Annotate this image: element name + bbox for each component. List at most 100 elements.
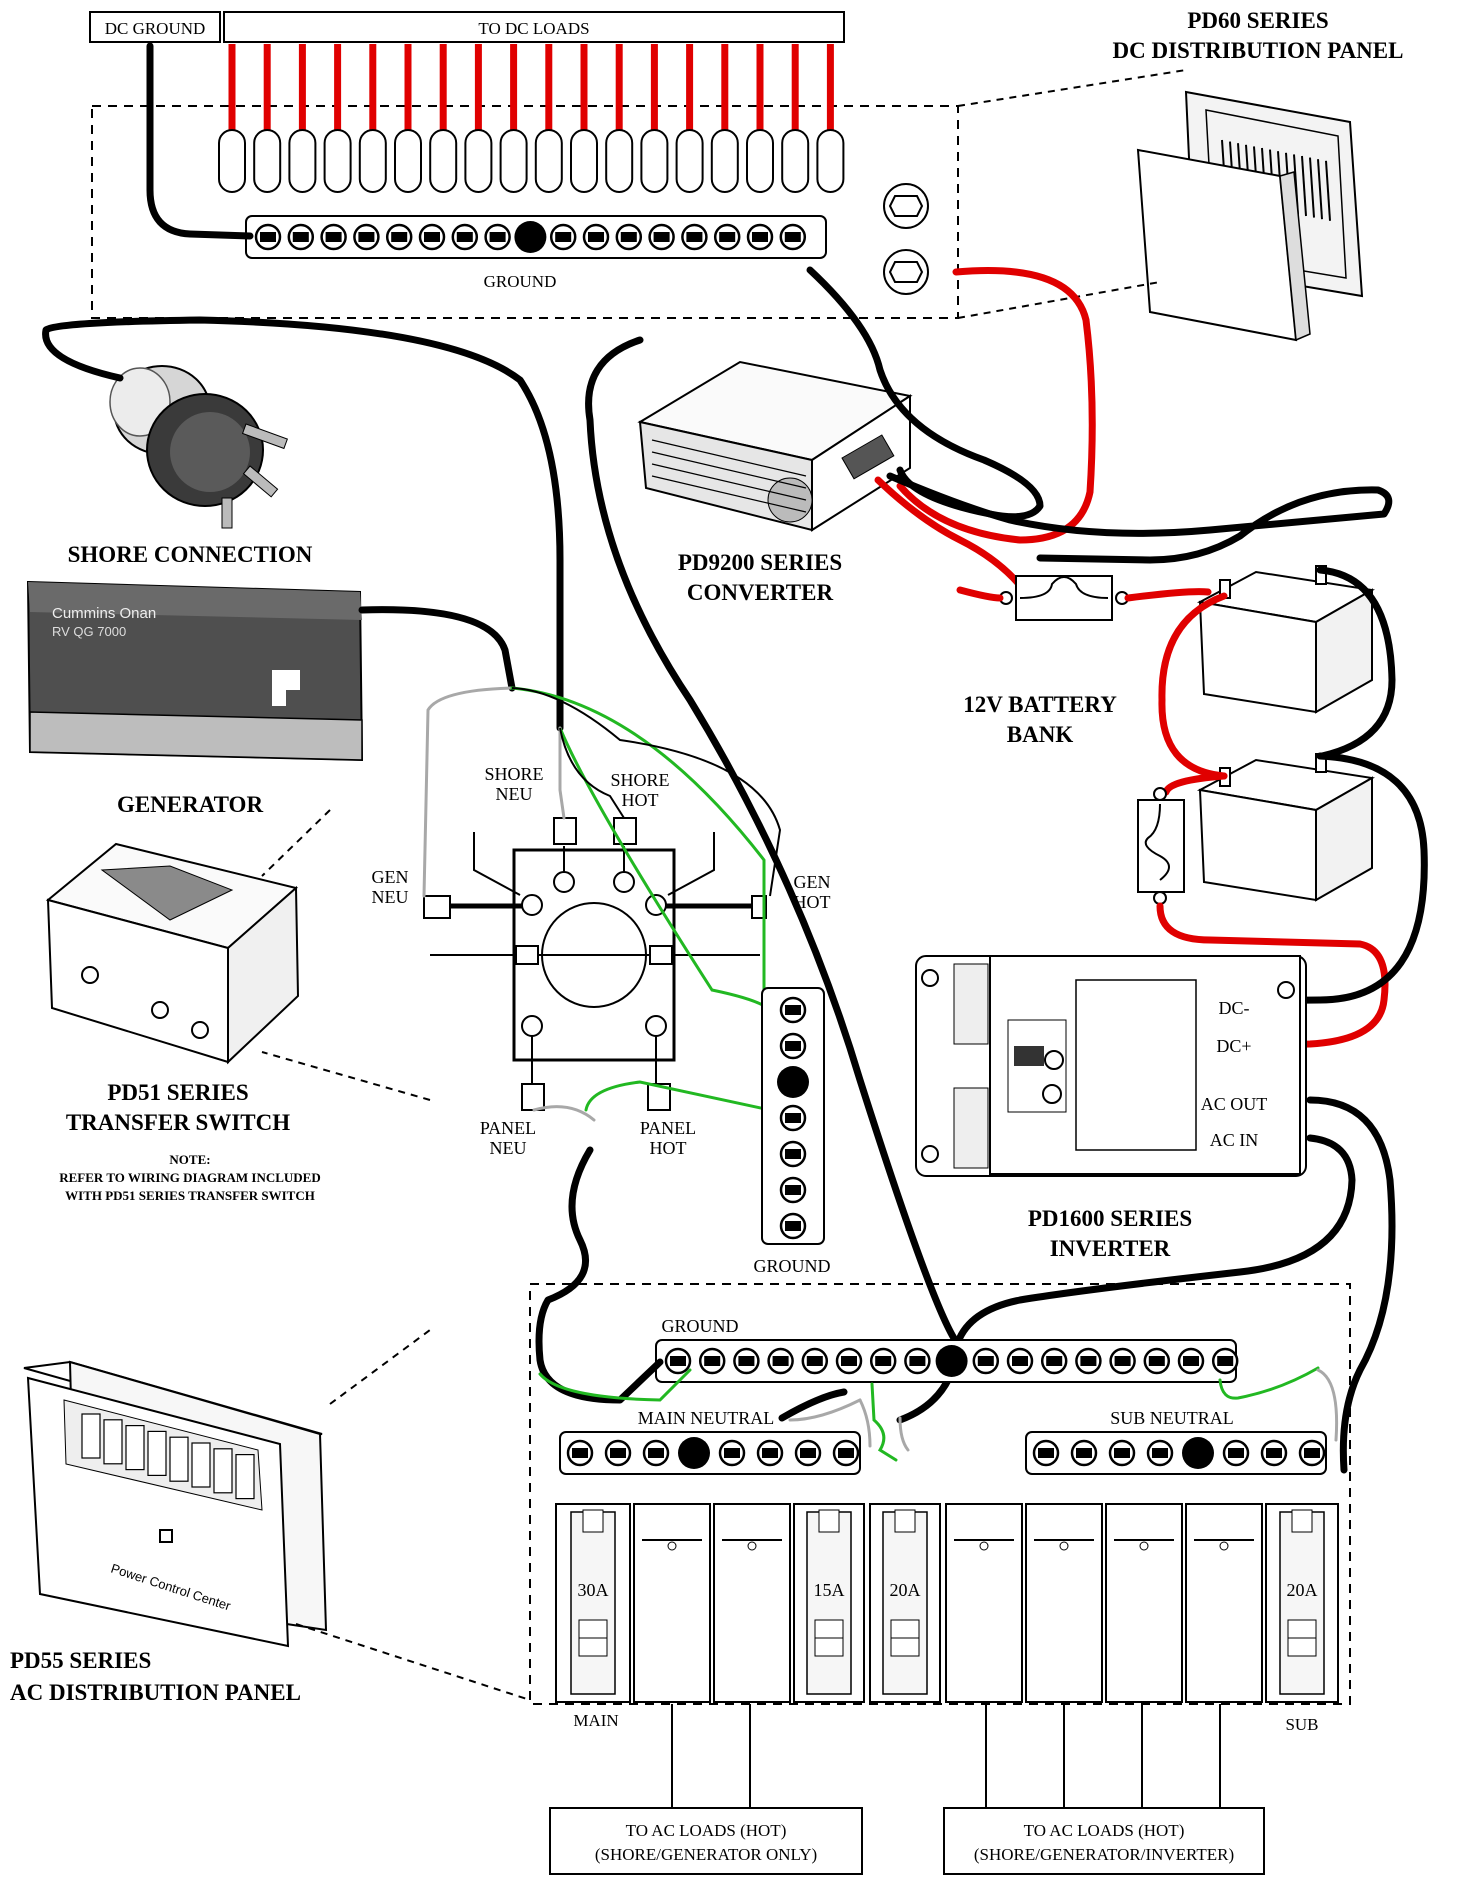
dc-ground-wire — [146, 42, 254, 240]
battery-fuse-lead — [1162, 772, 1228, 796]
loads-left-line2: (SHORE/GENERATOR ONLY) — [595, 1845, 817, 1864]
battery-1 — [1196, 565, 1375, 714]
inv-dc-minus-label: DC- — [1219, 998, 1250, 1018]
breaker[interactable] — [713, 1503, 791, 1703]
dc-fuse[interactable] — [288, 129, 317, 193]
terminal-screw-slot — [762, 1448, 778, 1458]
dc-fuse[interactable] — [675, 129, 704, 193]
dc-fuse[interactable] — [781, 129, 810, 193]
terminal-screw-slot — [1114, 1356, 1131, 1366]
battery-2 — [1196, 753, 1375, 902]
inverter-ac-out-wire — [1306, 1096, 1396, 1474]
terminal-screw-slot — [977, 1356, 994, 1366]
terminal-screw-slot — [489, 232, 506, 242]
inv-ac-out-label: AC OUT — [1201, 1094, 1268, 1114]
panel-hot-label-2: HOT — [650, 1138, 687, 1158]
generator-brand: Cummins Onan — [52, 605, 156, 622]
pd55-title-2: AC DISTRIBUTION PANEL — [10, 1680, 301, 1705]
pd51-title-1: PD51 SERIES — [107, 1080, 248, 1105]
breaker-face — [1279, 1511, 1325, 1695]
terminal-screw-slot — [555, 232, 572, 242]
breaker-screw — [979, 1541, 989, 1551]
breaker[interactable] — [1025, 1503, 1103, 1703]
generator-illustration: Cummins Onan RV QG 7000 — [26, 580, 364, 762]
ts-ground-label: GROUND — [753, 1256, 830, 1276]
loads-left-line1: TO AC LOADS (HOT) — [626, 1821, 787, 1840]
shore-hot-label-2: HOT — [622, 790, 659, 810]
pd55-title-1: PD55 SERIES — [10, 1648, 151, 1673]
dc-fuse-row — [218, 44, 845, 193]
dc-fuse[interactable] — [429, 129, 458, 193]
dc-fuse[interactable] — [323, 129, 352, 193]
shore-neu-label-2: NEU — [496, 784, 533, 804]
terminal-screw-slot — [1217, 1356, 1234, 1366]
transfer-switch — [423, 817, 767, 1111]
dc-fuse[interactable] — [640, 129, 669, 193]
breaker[interactable] — [945, 1503, 1023, 1703]
terminal-screw-slot — [785, 1041, 801, 1051]
breaker-screw — [1139, 1541, 1149, 1551]
breaker-screw — [1059, 1541, 1069, 1551]
pd60-title-1: PD60 SERIES — [1187, 8, 1328, 33]
terminal-screw-slot — [648, 1448, 664, 1458]
main-neutral-bar: MAIN NEUTRAL — [559, 1408, 861, 1475]
converter-panel-feed — [896, 267, 1096, 544]
terminal-screw-slot — [1148, 1356, 1165, 1366]
dc-ground-label: DC GROUND — [105, 19, 206, 38]
terminal-lug — [678, 1437, 710, 1469]
generator-model: RV QG 7000 — [52, 624, 126, 639]
terminal-screw-slot — [909, 1356, 926, 1366]
fuse-to-battery-wire — [1124, 588, 1212, 602]
dc-fuse[interactable] — [534, 129, 563, 193]
ac-loads-left: TO AC LOADS (HOT) (SHORE/GENERATOR ONLY) — [549, 1807, 863, 1875]
inv-dc-plus-label: DC+ — [1216, 1036, 1251, 1056]
dc-fuse[interactable] — [218, 129, 246, 193]
terminal-screw-slot — [800, 1448, 816, 1458]
pd9200-illustration: PD9200 SERIES CONVERTER — [637, 360, 913, 605]
pd1600-title-2: INVERTER — [1050, 1236, 1171, 1261]
terminal-screw-slot — [784, 232, 801, 242]
pd1600-illustration: DC- DC+ AC OUT AC IN PD1600 SERIES INVER… — [915, 955, 1307, 1261]
terminal-screw-slot — [752, 232, 768, 242]
dc-fuse[interactable] — [710, 129, 739, 193]
pd55-breaker-slot — [125, 1424, 145, 1471]
ac-ground-label: GROUND — [661, 1316, 738, 1336]
dc-fuse[interactable] — [464, 129, 493, 193]
shore-connection-label: SHORE CONNECTION — [68, 542, 313, 567]
pd55-breaker-slot — [213, 1448, 233, 1494]
dc-fuse[interactable] — [570, 129, 598, 193]
breaker-rating: 15A — [814, 1580, 845, 1600]
terminal-screw-slot — [1046, 1356, 1063, 1366]
terminal-screw-slot — [260, 232, 276, 242]
dc-fuse[interactable] — [253, 129, 282, 193]
terminal-screw-slot — [610, 1448, 626, 1458]
terminal-screw-slot — [785, 1185, 801, 1195]
terminal-screw-slot — [588, 232, 604, 242]
loads-right-line1: TO AC LOADS (HOT) — [1024, 1821, 1185, 1840]
terminal-screw-slot — [841, 1356, 857, 1366]
dc-fuse[interactable] — [358, 129, 387, 193]
shore-plug-illustration — [109, 365, 288, 529]
dc-ground-bar: GROUND — [245, 215, 827, 291]
pd60-fuse-slot — [1301, 155, 1307, 217]
breaker[interactable] — [1105, 1503, 1183, 1703]
dc-fuse[interactable] — [499, 129, 528, 193]
terminal-screw-slot — [456, 232, 473, 242]
pd55-breaker-slot — [147, 1430, 167, 1477]
fuse-in-wire — [956, 586, 1004, 602]
pd60-fuse-slot — [1317, 159, 1323, 220]
dc-fuse[interactable] — [394, 129, 422, 193]
pd51-illustration: PD51 SERIES TRANSFER SWITCH NOTE: REFER … — [45, 809, 431, 1203]
generator-label: GENERATOR — [117, 792, 264, 817]
pd9200-title-1: PD9200 SERIES — [678, 550, 842, 575]
dc-main-lugs — [883, 183, 929, 295]
dc-fuse[interactable] — [746, 129, 774, 193]
breaker[interactable] — [1185, 1503, 1263, 1703]
gen-hot-label-1: GEN — [794, 872, 831, 892]
dc-fuse[interactable] — [605, 129, 634, 193]
panel-neu-label-2: NEU — [490, 1138, 527, 1158]
dc-fuse[interactable] — [816, 129, 845, 193]
breaker[interactable] — [633, 1503, 711, 1703]
breaker-face — [570, 1511, 616, 1695]
